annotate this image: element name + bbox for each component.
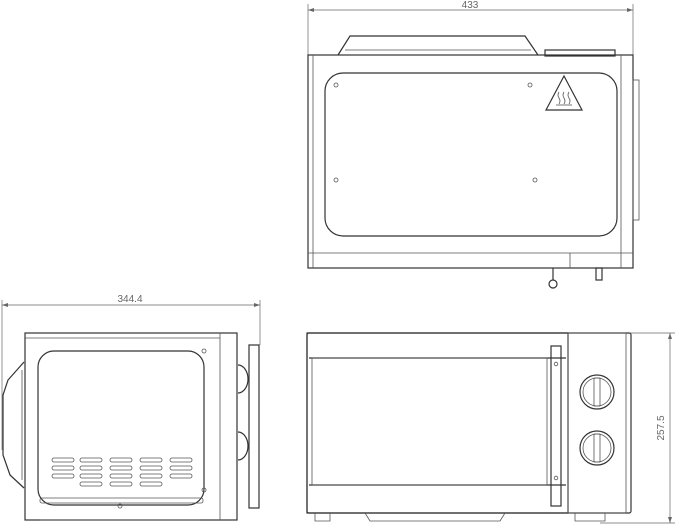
height-dimension-label: 257.5	[656, 415, 667, 440]
top-view: 433	[307, 0, 640, 289]
vent-slot	[139, 457, 163, 463]
top-panel	[324, 72, 618, 237]
side-handle	[2, 361, 25, 489]
vent-slot	[139, 465, 163, 471]
power-knob	[579, 430, 615, 466]
vent-slot	[51, 465, 75, 471]
vent-slot	[79, 473, 103, 479]
vent-slot	[109, 465, 133, 471]
door-edge	[248, 344, 260, 509]
vent-slot	[139, 481, 163, 487]
vent-slot	[169, 473, 193, 479]
timer-knob	[579, 374, 615, 410]
vent-slot	[109, 473, 133, 479]
handle	[337, 35, 539, 56]
front-body	[306, 332, 632, 514]
vent-slot	[169, 465, 193, 471]
side-view: 344.4	[1, 294, 261, 521]
vent-slot	[79, 481, 103, 487]
width-dimension-label: 433	[462, 0, 479, 11]
height-dimension-line: 257.5	[600, 332, 675, 524]
depth-dimension-line: 344.4	[1, 294, 261, 450]
front-view: 257.5	[306, 332, 675, 524]
vent-slot	[139, 473, 163, 479]
vent-slot	[51, 473, 75, 479]
vent-slot	[109, 481, 133, 487]
side-vent-slots	[51, 457, 193, 487]
vent-slot	[169, 457, 193, 463]
vent-slot	[109, 457, 133, 463]
door-handle	[550, 345, 562, 507]
vent-slot	[79, 465, 103, 471]
vent-slot	[79, 457, 103, 463]
depth-dimension-label: 344.4	[117, 294, 142, 305]
width-dimension-line: 433	[307, 0, 634, 55]
door	[306, 332, 569, 514]
hot-surface-warning-icon	[545, 74, 583, 111]
vent-slot	[51, 457, 75, 463]
